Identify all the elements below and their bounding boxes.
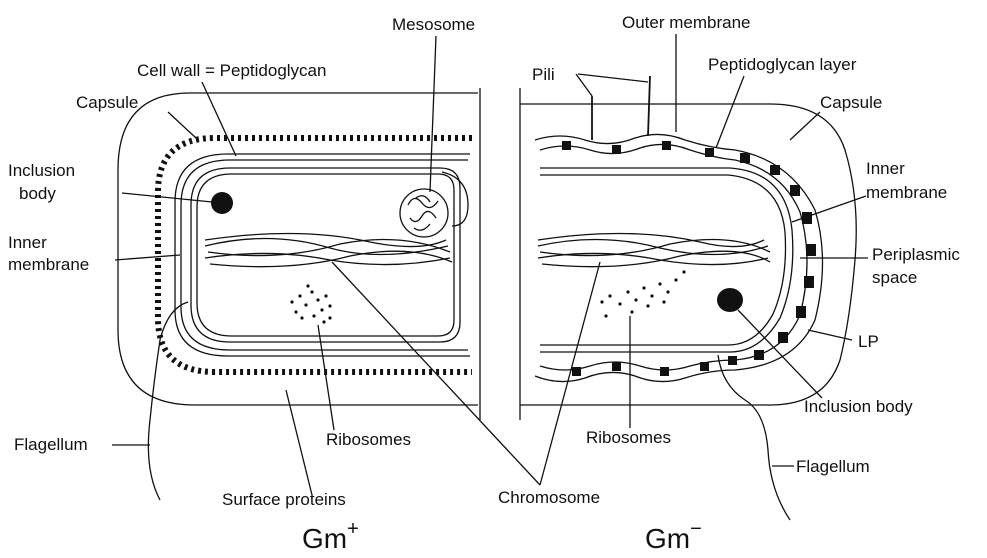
label-gn-inclusion-body: Inclusion body xyxy=(804,397,913,416)
label-gn-capsule: Capsule xyxy=(820,93,882,112)
label-pili: Pili xyxy=(532,65,555,84)
gp-chromosome xyxy=(205,233,452,266)
caption-gn-sup: − xyxy=(690,518,702,540)
label-surface-proteins: Surface proteins xyxy=(222,490,346,509)
gp-ribosomes xyxy=(290,284,331,323)
leader-lines xyxy=(112,34,868,495)
caption-gp-sup: + xyxy=(347,518,359,540)
gp-inner-membrane-outer xyxy=(175,154,470,356)
caption-gp-main: Gm xyxy=(302,523,347,554)
label-chromosome: Chromosome xyxy=(498,488,600,507)
mesosome xyxy=(400,172,468,237)
caption-gram-positive: Gm+ xyxy=(302,518,359,554)
gn-chromosome xyxy=(538,233,770,266)
caption-gram-negative: Gm− xyxy=(645,518,702,554)
label-gp-ribosomes: Ribosomes xyxy=(326,430,411,449)
label-gp-inclusion-2: body xyxy=(19,184,56,203)
gn-inner-membrane xyxy=(540,168,793,352)
gram-negative-cell xyxy=(520,76,856,520)
caption-gn-main: Gm xyxy=(645,523,690,554)
label-gn-ribosomes: Ribosomes xyxy=(586,428,671,447)
label-gn-flagellum: Flagellum xyxy=(796,457,870,476)
gn-inclusion-body xyxy=(717,288,743,312)
label-gp-flagellum: Flagellum xyxy=(14,435,88,454)
label-peptidoglycan-layer: Peptidoglycan layer xyxy=(708,55,857,74)
gn-ribosomes xyxy=(600,270,685,317)
label-mesosome: Mesosome xyxy=(392,15,475,34)
label-outer-membrane: Outer membrane xyxy=(622,13,751,32)
gp-capsule-outline xyxy=(118,93,478,405)
gn-pilus-2 xyxy=(648,76,650,136)
label-gp-capsule: Capsule xyxy=(76,93,138,112)
label-gp-inner-1: Inner xyxy=(8,233,47,252)
label-gp-inclusion-1: Inclusion xyxy=(8,161,75,180)
gp-inclusion-body xyxy=(211,192,233,214)
label-cell-wall: Cell wall = Peptidoglycan xyxy=(137,61,326,80)
gn-flagellum xyxy=(718,355,790,520)
label-gp-inner-2: membrane xyxy=(8,255,89,274)
label-gn-inner-2: membrane xyxy=(866,183,947,202)
label-periplasmic-1: Periplasmic xyxy=(872,245,960,264)
gp-flagellum xyxy=(148,302,188,500)
label-gn-inner-1: Inner xyxy=(866,159,905,178)
gn-peptidoglycan-blocks xyxy=(562,141,816,376)
label-periplasmic-2: space xyxy=(872,268,917,287)
label-lp: LP xyxy=(858,332,879,351)
